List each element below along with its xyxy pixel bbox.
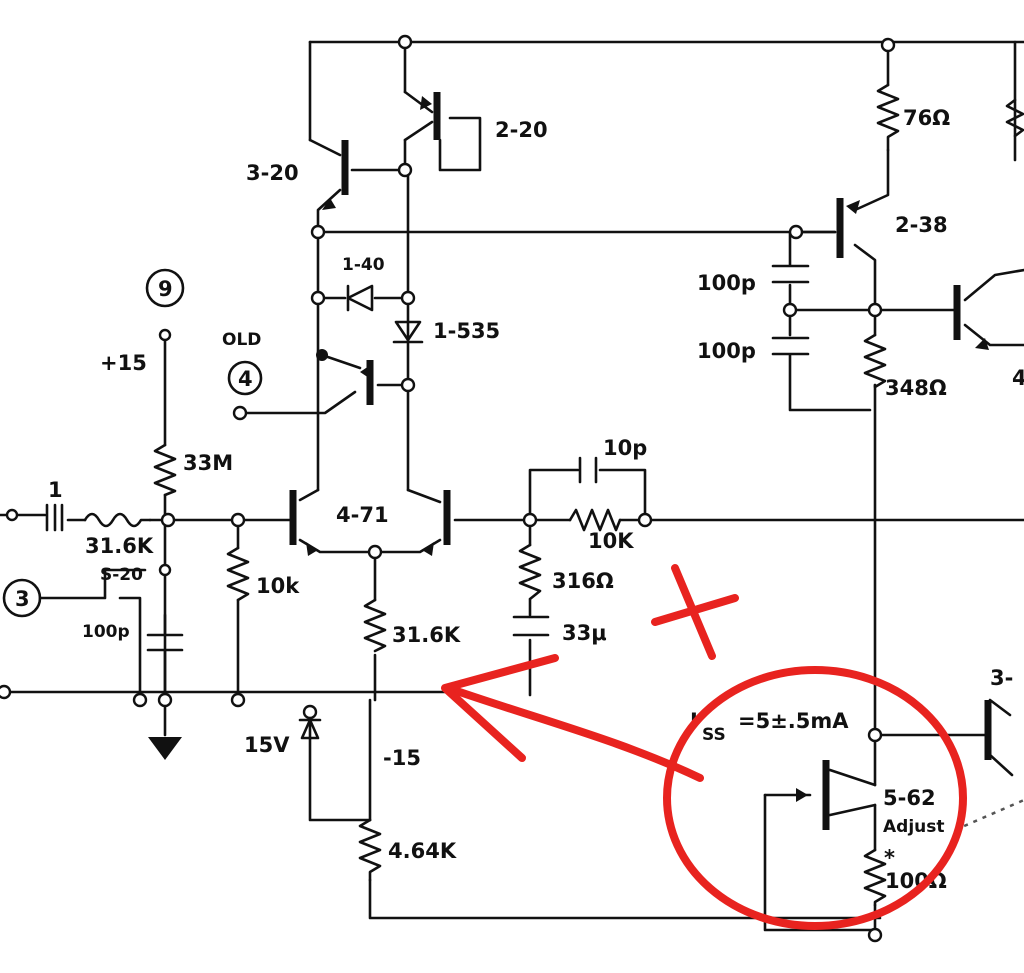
- capacitors: [45, 264, 810, 652]
- resistor-31-6k-mid: [363, 598, 387, 653]
- label-r-76: 76Ω: [903, 106, 950, 130]
- ground-symbol: [148, 737, 182, 760]
- label-r-33m: 33M: [183, 451, 233, 475]
- label-rail-pos: +15: [100, 351, 147, 375]
- red-annotation: [441, 564, 967, 930]
- label-q-2-38: 2-38: [895, 213, 948, 237]
- resistor-316: [518, 543, 542, 601]
- label-zener-15v: 15V: [244, 733, 290, 757]
- label-old: OLD: [222, 330, 261, 350]
- emitter-arrows: [306, 96, 989, 802]
- label-q-4-71: 4-71: [336, 503, 389, 527]
- label-d-1-40: 1-40: [342, 255, 385, 275]
- resistor-31-6k-in: [83, 512, 152, 528]
- label-iss-value: =5±.5mA: [738, 709, 849, 733]
- label-r-10k-left: 10k: [256, 574, 300, 598]
- resistor-348: [863, 333, 887, 389]
- label-adjust: Adjust: [883, 817, 945, 837]
- label-r-10k-fb: 10K: [588, 529, 634, 553]
- label-r-316: 316Ω: [552, 569, 614, 593]
- resistor-10k-left: [226, 546, 250, 602]
- resistor-33m: [153, 443, 177, 497]
- label-iss-sub: SS: [702, 725, 726, 745]
- junction-nodes: [0, 34, 896, 943]
- label-r-31-6k-in: 31.6K: [85, 534, 154, 558]
- red-arrow-shaft: [444, 684, 704, 782]
- resistor-100: [863, 848, 887, 907]
- resistors: [83, 83, 1024, 907]
- label-c-100p-b: 100p: [697, 339, 756, 363]
- red-x-mark: [651, 564, 739, 660]
- label-rail-neg: -15: [383, 746, 421, 770]
- label-q-4-partial: 4: [1012, 366, 1024, 390]
- label-q-2-20: 2-20: [495, 118, 548, 142]
- label-r-348: 348Ω: [885, 376, 947, 400]
- label-c-100p-a: 100p: [697, 271, 756, 295]
- label-c-1: 1: [48, 478, 63, 502]
- red-arrow-head: [441, 654, 559, 762]
- label-r-4-64k: 4.64K: [388, 839, 457, 863]
- node-marker-4: [227, 360, 263, 396]
- node-marker-3: [2, 578, 42, 618]
- label-node-4: 4: [238, 367, 253, 391]
- wiring: [0, 40, 1024, 937]
- component-labels: 2-20 3-20 2-38 4-71 5-62 3- 4 1-40 1-535…: [15, 106, 1024, 893]
- label-c-33u: 33μ: [562, 621, 607, 645]
- resistor-10k-fb: [568, 508, 622, 532]
- label-node-9: 9: [158, 277, 173, 301]
- resistor-76: [876, 83, 900, 152]
- label-node-3: 3: [15, 587, 30, 611]
- label-r-31-6k-mid: 31.6K: [392, 623, 461, 647]
- label-c-100p-left: 100p: [82, 622, 130, 642]
- transistor-bars: [289, 92, 992, 830]
- diodes: [298, 284, 424, 740]
- label-q-5-62: 5-62: [883, 786, 936, 810]
- node-marker-9: [145, 268, 185, 308]
- label-star: *: [884, 846, 895, 870]
- label-d-1-535: 1-535: [433, 319, 500, 343]
- label-q-3-partial: 3-: [990, 666, 1013, 690]
- red-circle-highlight: [663, 666, 967, 930]
- label-s-20: S-20: [100, 565, 143, 585]
- label-q-3-20: 3-20: [246, 161, 299, 185]
- resistor-4-64k: [358, 818, 382, 882]
- adjust-dotted-line: [954, 798, 1024, 832]
- label-c-10p: 10p: [603, 436, 647, 460]
